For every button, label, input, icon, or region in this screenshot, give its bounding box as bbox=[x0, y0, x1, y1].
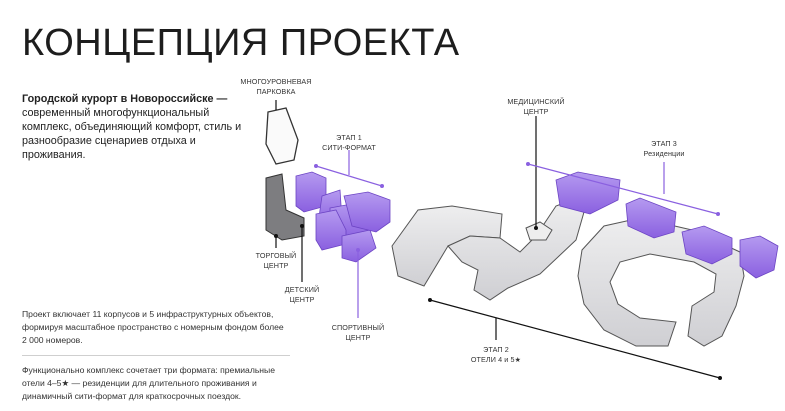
svg-text:ОТЕЛИ 4 и 5★: ОТЕЛИ 4 и 5★ bbox=[471, 355, 521, 364]
label-parking: МНОГОУРОВНЕВАЯ ПАРКОВКА bbox=[240, 77, 311, 96]
intro-text: Городской курорт в Новороссийске — совре… bbox=[22, 92, 247, 162]
stage3-buildings bbox=[555, 171, 779, 279]
facts-paragraph-1: Проект включает 11 корпусов и 5 инфрастр… bbox=[22, 308, 290, 356]
parking-building bbox=[265, 107, 299, 165]
svg-text:Резиденции: Резиденции bbox=[644, 149, 685, 158]
page-title: КОНЦЕПЦИЯ ПРОЕКТА bbox=[22, 22, 460, 64]
label-sport: СПОРТИВНЫЙ ЦЕНТР bbox=[332, 323, 385, 342]
svg-text:СИТИ-ФОРМАТ: СИТИ-ФОРМАТ bbox=[322, 143, 376, 152]
svg-text:ПАРКОВКА: ПАРКОВКА bbox=[256, 87, 295, 96]
svg-text:ДЕТСКИЙ: ДЕТСКИЙ bbox=[285, 285, 319, 294]
label-stage3: ЭТАП 3 Резиденции bbox=[644, 139, 685, 158]
label-kids: ДЕТСКИЙ ЦЕНТР bbox=[285, 285, 319, 304]
label-shopping: ТОРГОВЫЙ ЦЕНТР bbox=[256, 251, 297, 270]
svg-text:МЕДИЦИНСКИЙ: МЕДИЦИНСКИЙ bbox=[507, 97, 564, 106]
shopping-center-building bbox=[265, 173, 305, 241]
label-stage2: ЭТАП 2 ОТЕЛИ 4 и 5★ bbox=[471, 345, 521, 364]
facts-paragraph-2: Функционально комплекс сочетает три форм… bbox=[22, 365, 276, 401]
svg-text:ЭТАП 1: ЭТАП 1 bbox=[336, 133, 362, 142]
svg-text:ЦЕНТР: ЦЕНТР bbox=[290, 295, 315, 304]
intro-bold: Городской курорт в Новороссийске — bbox=[22, 93, 228, 105]
svg-text:ЭТАП 2: ЭТАП 2 bbox=[483, 345, 509, 354]
label-medical: МЕДИЦИНСКИЙ ЦЕНТР bbox=[507, 97, 564, 116]
svg-text:ЦЕНТР: ЦЕНТР bbox=[346, 333, 371, 342]
label-stage1: ЭТАП 1 СИТИ-ФОРМАТ bbox=[322, 133, 376, 152]
svg-text:ЦЕНТР: ЦЕНТР bbox=[264, 261, 289, 270]
intro-rest: современный многофункциональный комплекс… bbox=[22, 107, 242, 161]
svg-text:ЦЕНТР: ЦЕНТР bbox=[524, 107, 549, 116]
facts-block: Проект включает 11 корпусов и 5 инфрастр… bbox=[22, 308, 290, 403]
svg-text:МНОГОУРОВНЕВАЯ: МНОГОУРОВНЕВАЯ bbox=[240, 77, 311, 86]
svg-text:ЭТАП 3: ЭТАП 3 bbox=[651, 139, 677, 148]
stage1-buildings bbox=[295, 171, 391, 263]
stage2-buildings bbox=[391, 199, 745, 347]
svg-text:СПОРТИВНЫЙ: СПОРТИВНЫЙ bbox=[332, 323, 385, 332]
callout-lines bbox=[274, 100, 722, 380]
svg-text:ТОРГОВЫЙ: ТОРГОВЫЙ bbox=[256, 251, 297, 260]
